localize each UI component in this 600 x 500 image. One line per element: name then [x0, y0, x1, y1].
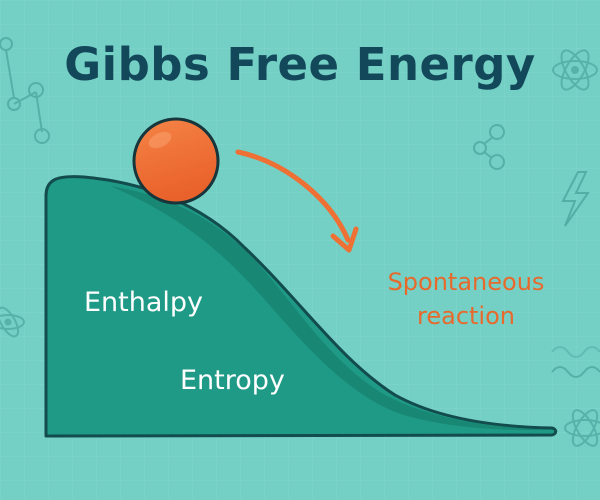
hill-shading — [110, 186, 552, 431]
reactant-ball — [132, 117, 220, 205]
molecule-icon — [0, 37, 50, 144]
reaction-arrow — [235, 149, 351, 243]
molecule-icon — [473, 124, 505, 170]
lightning-icon — [561, 171, 590, 227]
enthalpy-label: Enthalpy — [84, 287, 203, 318]
atom-icon — [552, 49, 598, 91]
atom-icon — [564, 409, 600, 447]
spontaneous-label-line1: Spontaneous — [388, 268, 545, 296]
wave-icon — [551, 346, 600, 378]
ball-highlight — [148, 131, 172, 149]
spontaneous-label-line2: reaction — [417, 302, 515, 330]
entropy-label: Entropy — [180, 365, 285, 396]
energy-hill — [44, 175, 558, 438]
arrow-head-icon — [330, 226, 359, 253]
page-title: Gibbs Free Energy — [64, 38, 536, 91]
atom-icon — [0, 306, 25, 338]
